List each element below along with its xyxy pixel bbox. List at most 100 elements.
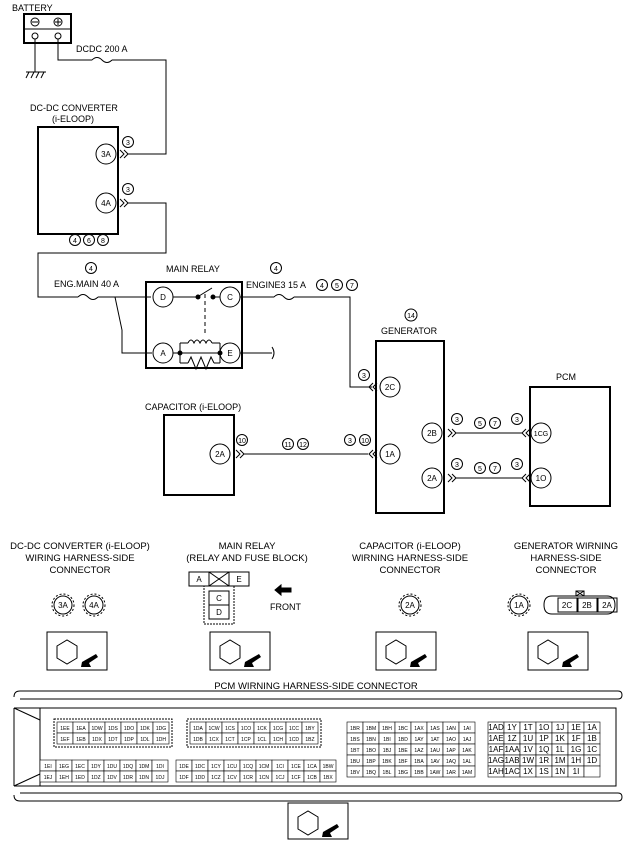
terminal-label: 2A: [215, 450, 225, 459]
pcm-pin-label: 1EE: [60, 726, 70, 732]
pcm-pin-label: 1P: [539, 734, 549, 743]
pcm-pin-cell: [152, 732, 170, 745]
pcm-pin-label: 1DP: [124, 737, 134, 743]
conn-title-dcdc: CONNECTOR: [49, 565, 110, 576]
wire-dcdc-3a: [112, 59, 167, 155]
pcm-pin-label: 1Z: [507, 734, 516, 743]
pcm-pin-label: 1EJ: [44, 775, 53, 781]
conn-title-cap: CAPACITOR (i-ELOOP): [359, 541, 461, 552]
pcm-pin-label: 1CE: [291, 764, 301, 770]
relay-block-pin: A: [196, 575, 202, 584]
label-dcdc-title-1: DC-DC CONVERTER: [30, 103, 118, 113]
pcm-pin-label: 1CQ: [243, 764, 253, 770]
label-generator: GENERATOR: [381, 326, 438, 336]
pcm-pin-label: 1CM: [259, 764, 270, 770]
terminal-pcm-1cg: [530, 422, 552, 444]
ref-number: 3: [455, 417, 459, 424]
pcm-pin-label: 1AQ: [446, 759, 456, 765]
pcm-pin-label: 1DM: [139, 764, 150, 770]
connector-mark: [119, 149, 129, 159]
gen-pin: 2A: [602, 601, 612, 610]
conn-title-dcdc: DC-DC CONVERTER (i-ELOOP): [10, 541, 150, 552]
pcm-pin-cell: [458, 765, 476, 778]
pcm-pin-label: 1AD: [488, 723, 504, 732]
ref-number: 4: [320, 283, 324, 290]
pcm-pin-label: 1AC: [504, 767, 520, 776]
terminal-labels: 3A 4A D C A E 2C 2B 2A 1A 1CG 1O 2A: [101, 150, 548, 483]
pcm-pin-label: 1ED: [75, 775, 85, 781]
pcm-pin-label: 1CU: [227, 764, 237, 770]
pcm-pin-label: 1AP: [446, 748, 456, 754]
pcm-pin-label: 1CR: [243, 775, 253, 781]
conn-pin: 2A: [405, 601, 415, 610]
pcm-pin-label: 1AO: [446, 737, 456, 743]
pcm-pin-label: 1EF: [60, 737, 69, 743]
generator-box: [375, 340, 445, 514]
pcm-pin-label: 1EH: [59, 775, 69, 781]
connector-view-labels: 3A 4A 2A 1A 2C 2B 2A A E C D: [58, 575, 612, 617]
pcm-pin-label: 1A: [587, 723, 597, 732]
terminal-label: 3A: [101, 150, 111, 159]
pcm-pin-label: 1AU: [430, 748, 440, 754]
pcm-pin-label: 1DI: [156, 764, 164, 770]
pcm-pin-label: 1DY: [91, 764, 101, 770]
pcm-block-frame: [186, 718, 322, 748]
gen-pin: 2B: [582, 601, 592, 610]
label-main-relay: MAIN RELAY: [166, 264, 220, 274]
pcm-pin-label: 1BG: [398, 770, 408, 776]
wire-engine3: [294, 296, 372, 388]
pcm-pin-label: 1DC: [195, 764, 205, 770]
pcm-pin-label: 1CC: [289, 726, 299, 732]
ground-symbol: [25, 39, 46, 79]
dcdc-converter-box: [37, 126, 119, 235]
conn-title-pcm: PCM WIRNING HARNESS-SIDE CONNECTOR: [214, 681, 418, 692]
conn-title-cap: CONNECTOR: [379, 565, 440, 576]
pcm-pin-label: 1AE: [488, 734, 503, 743]
pcm-pin-label: 1BD: [398, 737, 408, 743]
terminal-label: 1A: [385, 450, 395, 459]
pcm-pin-label: 1T: [523, 723, 532, 732]
terminal-gen-1a: [379, 443, 401, 465]
label-dcdc-title-2: (i-ELOOP): [52, 114, 94, 124]
pcm-pin-label: 1EG: [59, 764, 69, 770]
pcm-pin-label: 1AV: [430, 759, 440, 765]
label-engine3: ENGINE3 15 A: [246, 280, 306, 290]
conn-dcdc-4a: [84, 595, 104, 615]
ref-number: 14: [407, 313, 415, 320]
connector-icon-frame: [375, 631, 437, 671]
conn-title-dcdc: WIRING HARNESS-SIDE: [25, 553, 134, 564]
ref-number: 7: [350, 283, 354, 290]
front-arrow-icon: [274, 583, 292, 597]
pcm-pin-label: 1AA: [504, 745, 520, 754]
terminal-label: 4A: [101, 199, 111, 208]
pcm-pin-label: 1BA: [414, 759, 424, 765]
pcm-pin-label: 1X: [523, 767, 533, 776]
pcm-pin-label: 1I: [573, 767, 580, 776]
pcm-pin-label: 1J: [556, 723, 564, 732]
pcm-pin-label: 1DL: [140, 737, 149, 743]
wire-4a: [37, 202, 167, 298]
pcm-pin-label: 1V: [523, 745, 533, 754]
pcm-pin-label: 1CD: [289, 737, 299, 743]
pcm-pin-label: 1CW: [208, 726, 219, 732]
pcm-pin-label: 1DT: [108, 737, 117, 743]
gen-pin: 2C: [562, 601, 572, 610]
pcm-pin-label: 1BZ: [305, 737, 314, 743]
ref-number: 4: [274, 266, 278, 273]
terminal-gen-2a: [421, 467, 443, 489]
conn-pin: 4A: [89, 601, 99, 610]
pcm-pin-label: 1DF: [179, 775, 188, 781]
pcm-block-frame: [53, 718, 173, 748]
pcm-pin-label: 1BI: [383, 737, 391, 743]
terminal-label: E: [227, 349, 232, 358]
wire-battery: [57, 39, 92, 61]
pcm-pin-cell: [301, 732, 319, 745]
pcm-pin-label: 1AF: [489, 745, 504, 754]
ref-number: 3: [348, 438, 352, 445]
pcm-pin-label: 1BH: [382, 726, 392, 732]
fuse-dcdc: [91, 57, 113, 63]
ref-number: 12: [299, 442, 307, 449]
pcm-pin-label: 1B: [587, 734, 597, 743]
pcm-pin-label: 1M: [554, 756, 565, 765]
